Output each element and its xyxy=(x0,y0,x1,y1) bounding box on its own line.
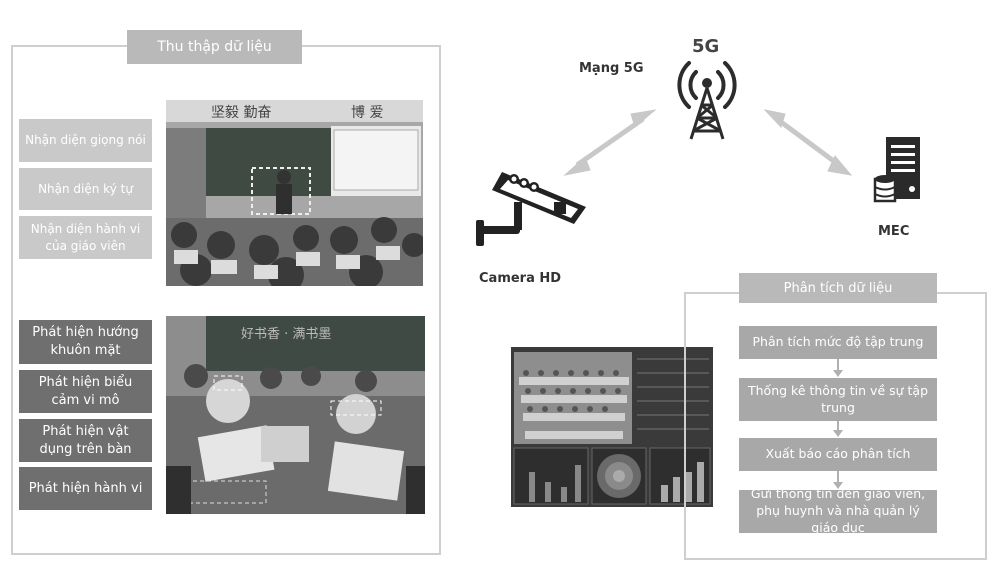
behavior-detection-box: Phát hiện hành vi xyxy=(19,467,152,510)
desk-object-box: Phát hiện vật dụng trên bàn xyxy=(19,419,152,462)
flow-arrows xyxy=(833,359,843,489)
server-icon xyxy=(873,137,920,203)
collect-title: Thu thập dữ liệu xyxy=(127,30,302,64)
5g-label: 5G xyxy=(692,36,720,57)
face-direction-box: Phát hiện hướng khuôn mặt xyxy=(19,320,152,364)
analysis-step-1: Phân tích mức độ tập trung xyxy=(739,326,937,359)
camera-hd-label: Camera HD xyxy=(479,271,562,286)
analysis-step-3: Xuất báo cáo phân tích xyxy=(739,438,937,471)
mec-label: MEC xyxy=(878,224,910,239)
svg-text:坚毅 勤奋: 坚毅 勤奋 xyxy=(211,104,271,121)
micro-expression-box: Phát hiện biểu cảm vi mô xyxy=(19,370,152,413)
svg-text:好书香 · 满书墨: 好书香 · 满书墨 xyxy=(241,327,331,342)
students-reading-photo: 好书香 · 满书墨 xyxy=(166,316,425,514)
character-recognition-box: Nhận diện ký tự xyxy=(19,168,152,210)
camera-icon xyxy=(476,172,586,246)
connection-arrows xyxy=(563,109,853,176)
cell-tower-icon xyxy=(677,61,737,140)
teacher-behavior-box: Nhận diện hành vi của giáo viên xyxy=(19,216,152,259)
analysis-step-4: Gửi thông tin đến giáo viên, phụ huynh v… xyxy=(739,486,937,535)
svg-text:博 爱: 博 爱 xyxy=(351,104,383,121)
classroom-teacher-photo: 坚毅 勤奋 博 爱 xyxy=(166,100,423,286)
mang-5g-label: Mạng 5G xyxy=(579,61,644,76)
voice-recognition-box: Nhận diện giọng nói xyxy=(19,119,152,162)
analysis-step-2: Thống kê thông tin về sự tập trung xyxy=(739,378,937,421)
analysis-title: Phân tích dữ liệu xyxy=(739,273,937,303)
dashboard-screenshot xyxy=(511,347,713,507)
